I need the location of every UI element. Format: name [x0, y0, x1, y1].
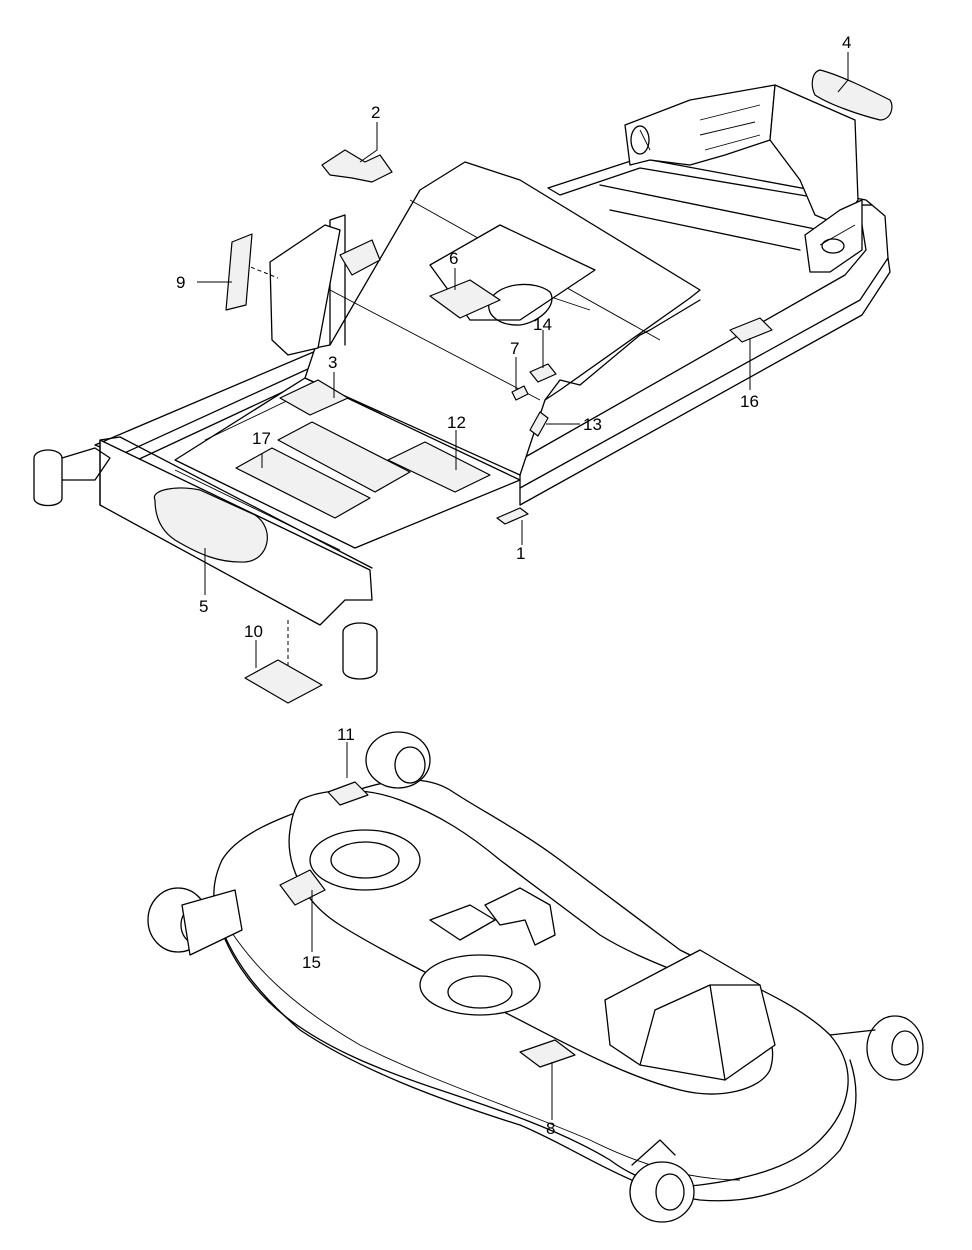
callout-4: 4 — [842, 33, 851, 52]
frame-assembly — [33, 84, 891, 690]
callout-1: 1 — [516, 544, 525, 563]
callout-13: 13 — [583, 415, 602, 434]
callout-2: 2 — [371, 103, 380, 122]
decal-piece-11 — [327, 781, 369, 806]
callout-10: 10 — [244, 622, 263, 641]
front-right-pivot — [342, 622, 378, 680]
callout-17: 17 — [252, 429, 271, 448]
callout-16: 16 — [740, 392, 759, 411]
anti-scalp-wheel-left — [147, 887, 243, 956]
callout-7: 7 — [510, 339, 519, 358]
anti-scalp-wheel-front — [629, 1139, 695, 1223]
anti-scalp-wheel-right — [829, 1015, 924, 1081]
callout-11: 11 — [337, 725, 355, 744]
callout-12: 12 — [447, 413, 466, 432]
callout-14: 14 — [533, 315, 552, 334]
decal-piece-17 — [235, 421, 411, 519]
decal-piece-7 — [511, 385, 529, 401]
decal-piece-8 — [519, 1039, 576, 1068]
decal-piece-15 — [279, 869, 326, 906]
decal-piece-12 — [387, 441, 491, 493]
mower-deck-assembly — [147, 731, 924, 1223]
callout-15: 15 — [302, 953, 321, 972]
decal-piece-16 — [729, 317, 773, 343]
callout-labels: 4 2 9 6 14 7 3 12 13 16 17 1 5 10 11 15 … — [176, 33, 851, 1138]
callout-6: 6 — [449, 249, 458, 268]
callout-9: 9 — [176, 273, 185, 292]
decal-piece-9 — [225, 233, 253, 311]
decal-piece-4 — [811, 69, 893, 121]
front-left-pivot — [33, 447, 111, 507]
decal-piece-3 — [279, 379, 349, 416]
anti-scalp-wheel-rear — [365, 731, 431, 789]
leader-lines — [197, 52, 849, 1120]
callout-8: 8 — [546, 1119, 555, 1138]
callout-5: 5 — [199, 597, 208, 616]
decal-piece-1 — [496, 507, 529, 525]
decal-piece-13 — [529, 411, 549, 437]
callout-3: 3 — [328, 353, 337, 372]
decal-piece-2 — [321, 149, 393, 183]
decal-piece-14 — [529, 363, 557, 383]
decal-piece-10 — [244, 659, 323, 704]
